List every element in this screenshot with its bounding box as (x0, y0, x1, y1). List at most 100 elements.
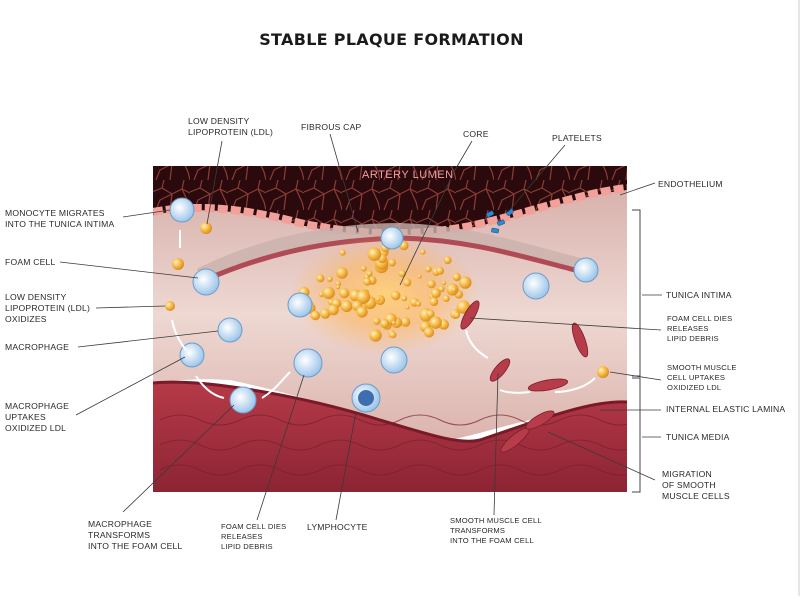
platelet (486, 210, 494, 218)
label-macrophage-transforms: MACROPHAGE TRANSFORMS INTO THE FOAM CELL (88, 519, 183, 551)
smooth-muscle-cell (460, 300, 480, 330)
artery-cross-section (153, 166, 627, 492)
lipid-droplet (327, 304, 339, 316)
label-platelets: PLATELETS (552, 133, 602, 143)
label-fibrous-cap: FIBROUS CAP (301, 122, 362, 132)
lipid-droplet (356, 306, 368, 318)
leader-core (399, 140, 473, 286)
lipid-droplet (391, 320, 397, 325)
lipid-droplet (391, 290, 401, 301)
label-internal-elastic: INTERNAL ELASTIC LAMINA (666, 404, 786, 414)
leader-smooth-transforms (493, 372, 499, 516)
macrophage-cell (229, 386, 257, 414)
label-ldl: LOW DENSITY LIPOPROTEIN (LDL) (188, 116, 274, 137)
platelet (496, 219, 505, 226)
lipid-droplet (373, 317, 381, 325)
platelet (491, 227, 500, 234)
foam-cell (192, 268, 220, 296)
leader-macrophage (77, 330, 219, 348)
leader-fibrous-cap (329, 133, 359, 233)
leader-lymphocyte (335, 411, 357, 521)
leader-ldl-oxidizes (95, 305, 166, 309)
leader-foam-cell (59, 261, 199, 279)
ldl-particle (172, 258, 184, 270)
internal-elastic-lamina (153, 380, 627, 443)
arrow (171, 319, 187, 351)
lipid-droplet (436, 266, 444, 275)
arrow (554, 377, 596, 393)
leader-lines (59, 133, 662, 521)
lipid-droplet (458, 276, 472, 289)
leader-ldl (206, 140, 223, 225)
ldl-particle (200, 222, 212, 234)
label-migration: MIGRATION OF SMOOTH MUSCLE CELLS (662, 469, 730, 501)
label-smooth-transforms: SMOOTH MUSCLE CELL TRANSFORMS INTO THE F… (450, 516, 542, 545)
foam-cell (522, 272, 550, 300)
label-lymphocyte: LYMPHOCYTE (307, 522, 368, 532)
label-foam-dies-right: FOAM CELL DIES RELEASES LIPID DEBRIS (667, 314, 733, 343)
migration-arrows (171, 230, 596, 399)
label-core: CORE (463, 129, 489, 139)
leader-macrophage-uptakes (75, 356, 186, 416)
tunica-media-bracket (632, 377, 641, 493)
leader-migration (547, 431, 656, 481)
smooth-muscle-cell (489, 358, 511, 382)
label-smooth-uptakes: SMOOTH MUSCLE CELL UPTAKES OXIDIZED LDL (667, 363, 737, 392)
smooth-muscle-cell (525, 410, 555, 430)
lipid-droplet (380, 319, 390, 329)
leader-platelets (507, 144, 566, 213)
smooth-muscle-cell (527, 378, 569, 392)
foam-cell (380, 226, 404, 250)
artery-lumen-label: ARTERY LUMEN (362, 169, 454, 181)
lipid-droplet (339, 288, 350, 299)
lipid-droplet (316, 274, 325, 283)
lipid-droplet (401, 295, 408, 302)
label-foam-dies-bottom: FOAM CELL DIES RELEASES LIPID DEBRIS (221, 522, 287, 551)
leader-smooth-uptakes (609, 371, 662, 381)
lipid-droplet (335, 285, 341, 290)
lipid-droplet (451, 286, 457, 293)
lipid-droplet (429, 297, 439, 307)
lipid-droplet (363, 277, 372, 286)
lipid-droplet (339, 249, 346, 256)
arrow (465, 329, 489, 359)
lipid-droplet (356, 290, 371, 304)
lipid-droplet (320, 308, 331, 319)
lipid-droplet (453, 311, 460, 319)
label-monocyte: MONOCYTE MIGRATES INTO THE TUNICA INTIMA (5, 208, 115, 229)
lipid-droplet (427, 279, 436, 289)
lipid-droplet (400, 317, 411, 327)
lipid-droplet (335, 280, 342, 287)
leader-macrophage-transforms (122, 404, 235, 513)
lipid-droplet (420, 249, 426, 255)
lymphocyte-nucleus (358, 390, 374, 406)
macrophage-cell (287, 292, 313, 318)
lipid-droplet (441, 280, 447, 286)
lipid-droplet (366, 270, 373, 277)
page-edge (798, 0, 800, 596)
label-macrophage: MACROPHAGE (5, 342, 70, 352)
label-tunica-media: TUNICA MEDIA (666, 432, 730, 442)
monocyte-cell (169, 197, 195, 223)
label-endothelium: ENDOTHELIUM (658, 179, 723, 189)
lipid-droplet (327, 276, 333, 282)
lipid-droplet (415, 301, 422, 307)
leader-monocyte (122, 209, 171, 218)
oxidized-ldl-particle (597, 366, 609, 378)
label-foam-cell: FOAM CELL (5, 257, 56, 267)
lipid-droplet (431, 288, 441, 299)
lipid-droplet (405, 305, 410, 310)
lipid-droplet (360, 265, 367, 272)
lipid-droplet (388, 258, 397, 267)
label-ldl-oxidizes: LOW DENSITY LIPOPROTEIN (LDL) OXIDIZES (5, 292, 91, 324)
smooth-muscle-cell (571, 322, 589, 358)
ldl-particles (165, 222, 609, 378)
platelets (486, 208, 514, 234)
lipid-droplet (369, 329, 382, 342)
arrow (195, 375, 225, 399)
leader-foam-dies-bottom (256, 374, 305, 521)
lipid-droplet (425, 266, 432, 273)
layer-brackets (632, 209, 641, 493)
